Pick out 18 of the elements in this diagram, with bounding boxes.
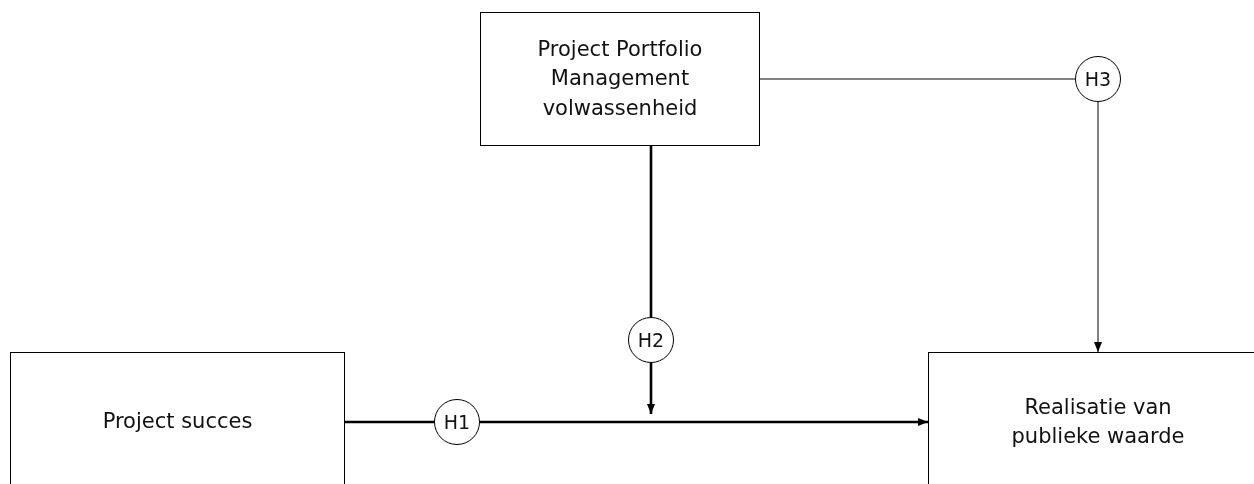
hypothesis-circle xyxy=(434,399,480,445)
hypothesis-label: H2 xyxy=(637,329,665,351)
connector-line xyxy=(759,78,1076,80)
concept-label: Realisatie van publieke waarde xyxy=(1010,393,1186,450)
hypothesis-circle xyxy=(1075,56,1121,102)
arrow xyxy=(647,363,655,414)
connector-line xyxy=(345,420,434,424)
connector-line xyxy=(649,146,653,317)
concept-label: Project Portfolio Management volwassenheid xyxy=(536,35,704,122)
arrow xyxy=(480,418,928,426)
concept-label: Project succes xyxy=(102,408,253,436)
concept-box xyxy=(10,352,345,484)
concept-box xyxy=(480,12,760,146)
hypothesis-label: H3 xyxy=(1084,68,1112,90)
hypothesis-label: H1 xyxy=(443,411,471,433)
arrow xyxy=(1094,101,1102,353)
concept-box xyxy=(928,352,1254,484)
hypothesis-circle xyxy=(628,317,674,363)
